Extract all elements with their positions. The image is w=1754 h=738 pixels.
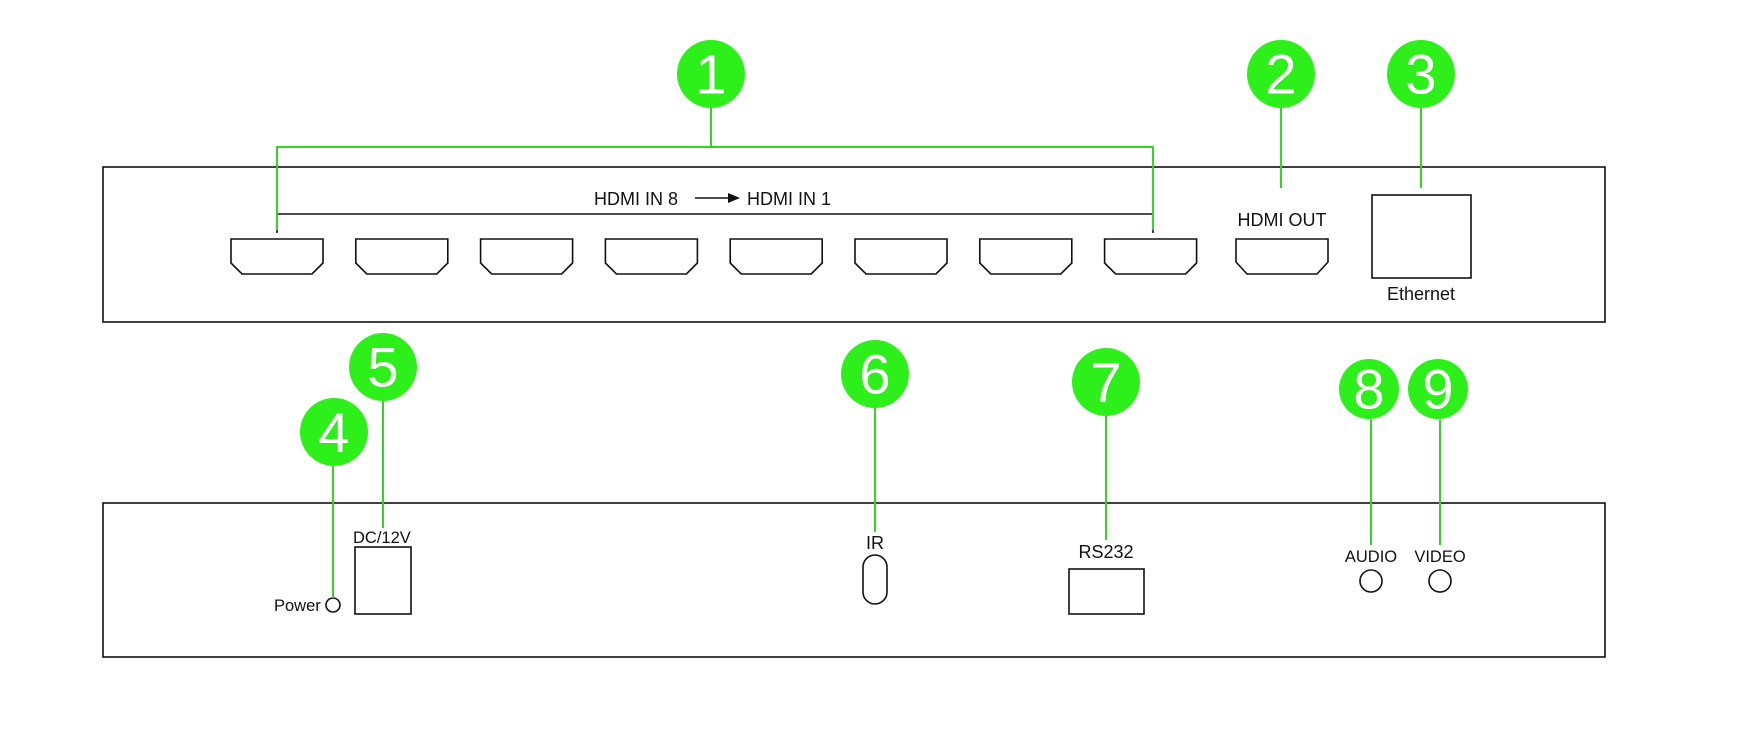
callout-9: 9	[1408, 358, 1468, 421]
rear-panel	[102, 502, 1606, 658]
hdmi-in-range-end: HDMI IN 1	[747, 189, 831, 209]
callout-5-number: 5	[367, 336, 398, 399]
hdmi-out-port	[1235, 238, 1329, 275]
hdmi-in-port-2	[979, 238, 1073, 275]
audio-jack	[1359, 569, 1383, 593]
hdmi-out-label: HDMI OUT	[1238, 210, 1327, 230]
callout-1: 1	[677, 40, 745, 108]
callout-9-number: 9	[1422, 358, 1453, 421]
callout-3-circle	[1387, 40, 1455, 108]
rs232-port	[1068, 568, 1145, 615]
audio-label: AUDIO	[1345, 548, 1397, 566]
callout-4-number: 4	[318, 401, 349, 464]
hdmi-in-range-start: HDMI IN 8	[594, 189, 678, 209]
callout-3-number: 3	[1405, 43, 1436, 106]
callout-7-circle	[1072, 348, 1140, 416]
callout-2-circle	[1247, 40, 1315, 108]
callout-1-number: 1	[695, 43, 726, 106]
callout-6: 6	[841, 340, 909, 408]
callout-6-number: 6	[859, 343, 890, 406]
callout-8: 8	[1339, 358, 1399, 421]
dc-power-jack	[354, 546, 412, 615]
hdmi-in-port-3	[854, 238, 948, 275]
direction-arrow-icon	[728, 193, 740, 203]
hdmi-in-port-4	[729, 238, 823, 275]
ethernet-label: Ethernet	[1387, 284, 1455, 304]
callout-8-number: 8	[1353, 358, 1384, 421]
leader-line-1	[276, 146, 1154, 230]
callout-7-number: 7	[1090, 351, 1121, 414]
callout-5: 5	[349, 333, 417, 401]
power-label: Power	[274, 597, 321, 615]
ethernet-port	[1371, 194, 1472, 279]
ir-port	[862, 554, 888, 605]
dc-label: DC/12V	[353, 529, 411, 547]
video-jack	[1428, 569, 1452, 593]
hdmi-input-ports	[230, 238, 1198, 275]
callout-4: 4	[300, 398, 368, 466]
callout-4-circle	[300, 398, 368, 466]
hdmi-in-port-6	[479, 238, 574, 275]
hdmi-in-port-7	[355, 238, 449, 275]
callout-7: 7	[1072, 348, 1140, 416]
ir-label: IR	[866, 533, 884, 553]
callout-6-circle	[841, 340, 909, 408]
hdmi-in-port-8	[230, 238, 324, 275]
rs232-label: RS232	[1078, 542, 1133, 562]
hdmi-in-port-5	[604, 238, 699, 275]
callout-1-circle	[677, 40, 745, 108]
callout-3: 3	[1387, 40, 1455, 108]
power-led	[325, 597, 341, 613]
callout-2: 2	[1247, 40, 1315, 108]
callout-2-number: 2	[1265, 43, 1296, 106]
front-panel	[102, 166, 1606, 323]
callout-9-circle	[1408, 359, 1468, 419]
video-label: VIDEO	[1414, 548, 1466, 566]
hdmi-in-port-1	[1103, 238, 1198, 275]
callout-8-circle	[1339, 359, 1399, 419]
callout-5-circle	[349, 333, 417, 401]
